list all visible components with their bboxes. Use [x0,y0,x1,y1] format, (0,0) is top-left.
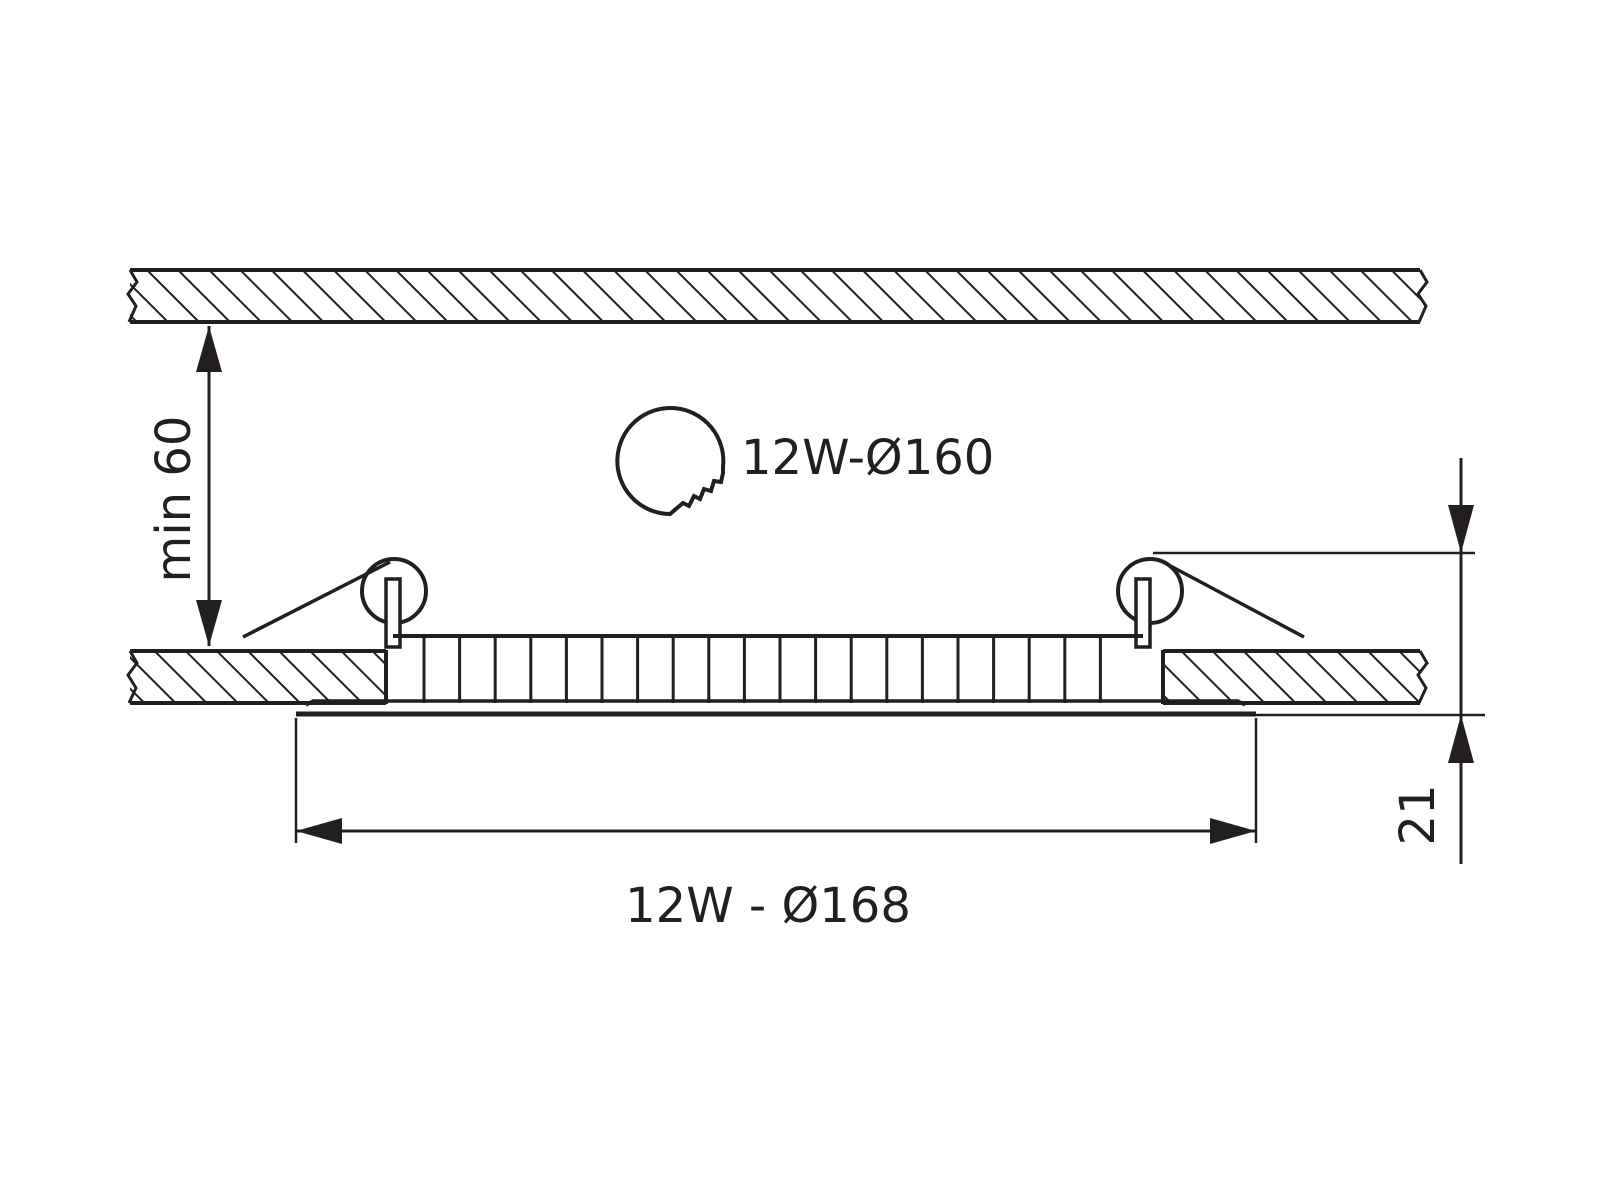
cutout-diameter-label: 12W-Ø160 [741,430,994,486]
depth-dimension [1153,458,1485,864]
trim-ring [296,699,1256,717]
upper-ceiling-slab [126,268,1429,324]
spring-clip-left [242,557,428,649]
clearance-label: min 60 [146,416,202,583]
depth-label: 21 [1390,784,1446,845]
outer-diameter-label: 12W - Ø168 [625,878,911,934]
hole-saw-cutout-icon [615,406,726,517]
panel-light-body [384,634,1165,704]
clearance-dimension [196,326,222,646]
cooling-fins [422,636,1102,703]
outer-diameter-dimension [294,718,1258,844]
ceiling-board-right [1161,649,1429,705]
ceiling-board-left [126,649,388,705]
spring-clip-right [1113,557,1305,649]
